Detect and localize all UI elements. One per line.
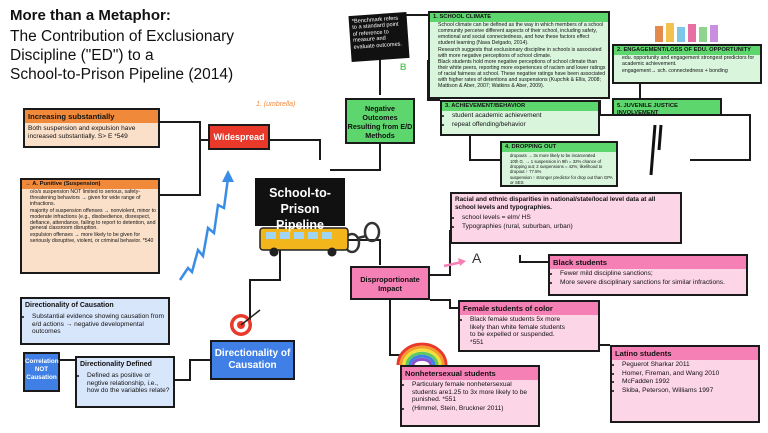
engagement-item: edu. opportunity and engagement stronges… [622, 55, 758, 68]
center-line-2: Pipeline [276, 218, 324, 232]
engagement-title: 2. ENGAGEMENT/LOSS OF EDU. OPPORTUNITY [614, 46, 760, 55]
juvenile-box: 5. JUVENILE JUSTICE INVOLVEMENT [612, 98, 722, 116]
latino-students-item: Peguerot Sharkar 2011 [622, 361, 755, 369]
bars-icon [649, 124, 663, 176]
engagement-box: 2. ENGAGEMENT/LOSS OF EDU. OPPORTUNITY e… [612, 44, 762, 84]
achievement-title: 3. ACHIEVEMENT/BEHAVIOR [442, 102, 598, 111]
dir-defined-box: Directionality Defined Defined as positi… [75, 356, 175, 408]
black-students-box: Black students Fewer mild discipline san… [548, 254, 748, 296]
center-node: School-to-Prison Pipeline [255, 178, 345, 232]
dropping-out-item: suspension ↑ stronger predictor for drop… [510, 175, 614, 185]
engagement-item: engagement→ sch. connectedness + bonding [622, 68, 758, 75]
black-students-item: More severe disciplinary sanctions for s… [560, 279, 743, 287]
punitive-box: → A. Punitive (Suspension) o/o/s suspens… [20, 178, 160, 274]
rainbow-icon [396, 342, 448, 366]
school-climate-title: 1. SCHOOL CLIMATE [430, 13, 608, 22]
directionality-node: Directionality of Causation [210, 340, 295, 380]
negative-outcomes-node: Negative Outcomes Resulting from E/D Met… [345, 98, 415, 144]
rising-arrow-icon [178, 177, 230, 281]
nonheterosexual-item: (Himmel, Stein, Bruckner 2011) [412, 405, 535, 413]
page-title: More than a Metaphor: [10, 7, 171, 24]
black-students-item: Fewer mild discipline sanctions; [560, 270, 743, 278]
arrow-right-icon [443, 258, 466, 268]
school-climate-item: Research suggests that exclusionary disc… [438, 47, 606, 60]
nonheterosexual-box: Nonhetersexual students Particulary fema… [400, 365, 540, 427]
latino-students-title: Latino students [612, 347, 758, 360]
nonheterosexual-item: Particulary female nonhetersexual studen… [412, 381, 535, 404]
latino-students-item: McFadden 1992 [622, 378, 755, 386]
achievement-item: student academic achievement [452, 112, 595, 120]
handcuffs-icon [343, 221, 381, 254]
punitive-item: expulsion offenses → more likely to be g… [30, 232, 156, 245]
female-students-title: Female students of color [460, 302, 598, 315]
nonheterosexual-title: Nonhetersexual students [402, 367, 538, 380]
letter-a: A [472, 250, 482, 266]
dropping-out-item: dropouts → 3x more likely to be incarcer… [510, 153, 614, 158]
people-icon [655, 23, 718, 42]
dir-causation-item: Substantial evidence showing causation f… [32, 313, 165, 336]
achievement-item: repeat offending/behavior [452, 121, 595, 129]
benchmark-note: *Benchmark refers to a standard point of… [348, 12, 410, 62]
subtitle-line-2: Discipline ("ED") to a [10, 47, 154, 64]
subtitle-line-1: The Contribution of Exclusionary [10, 28, 235, 45]
target-icon [230, 309, 261, 336]
black-students-title: Black students [550, 256, 746, 269]
letter-b: B [400, 62, 407, 72]
racial-disparities-box: Racial and ethnic disparities in nationa… [450, 192, 682, 244]
dir-defined-item: Defined as positive or negtive relations… [87, 372, 170, 395]
dropping-out-box: 4. DROPPING OUT dropouts → 3x more likel… [500, 141, 618, 187]
punitive-item: o/o/s suspension NOT limited to serious,… [30, 189, 156, 208]
latino-students-box: Latino students Peguerot Sharkar 2011 Ho… [610, 345, 760, 423]
racial-title: Racial and ethnic disparities in nationa… [455, 196, 656, 211]
dir-causation-box: Directionality of Causation Substantial … [20, 297, 170, 345]
increasing-title: Increasing substantially [25, 110, 158, 123]
increasing-text: Both suspension and expulsion have incre… [28, 125, 136, 140]
female-students-item: Black female students 5x more likely tha… [470, 316, 568, 346]
school-bus-icon [259, 227, 349, 257]
increasing-box: Increasing substantially Both suspension… [23, 108, 160, 148]
punitive-item: majority of suspension offenses → nonvio… [30, 208, 156, 233]
punitive-title: → A. Punitive (Suspension) [22, 180, 158, 189]
racial-item: Typographies (rural, suburban, urban) [462, 223, 677, 231]
female-students-box: Female students of color Black female st… [458, 300, 600, 352]
school-climate-box: 1. SCHOOL CLIMATE School climate can be … [428, 11, 610, 99]
juvenile-title: 5. JUVENILE JUSTICE INVOLVEMENT [617, 103, 678, 116]
umbrella-note: 1. (umbrella) [256, 101, 296, 108]
subtitle-line-3: School-to-Prison Pipeline (2014) [10, 66, 234, 83]
school-climate-item: School climate can be defined as the way… [438, 22, 606, 47]
dropping-out-item: 10th G. → 1 suspension in 9th = 32% chan… [510, 159, 614, 174]
school-climate-item: Black students hold more negative percep… [438, 60, 606, 90]
center-line-1: School-to-Prison [269, 186, 331, 216]
latino-students-item: Skiba, Peterson, Williams 1997 [622, 387, 755, 395]
racial-item: school levels = elm/ HS [462, 214, 677, 222]
latino-students-item: Homer, Fireman, and Wang 2010 [622, 370, 755, 378]
widespread-node: Widespread [208, 124, 270, 150]
correlation-box: Correlation NOT Causation [23, 352, 60, 392]
achievement-box: 3. ACHIEVEMENT/BEHAVIOR student academic… [440, 100, 600, 136]
disproportionate-node: Disproportionate Impact [350, 266, 430, 300]
dropping-out-title: 4. DROPPING OUT [502, 143, 616, 152]
dir-defined-title: Directionality Defined [80, 361, 152, 368]
dir-causation-title: Directionality of Causation [25, 302, 114, 309]
